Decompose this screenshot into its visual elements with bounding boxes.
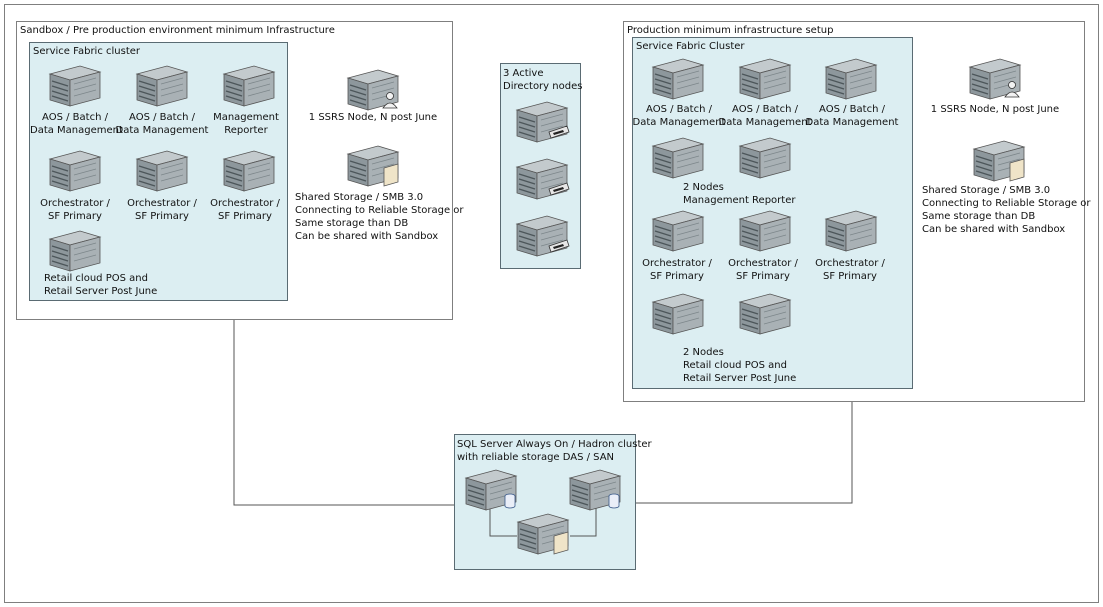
sandbox-cluster-title: Service Fabric cluster (33, 46, 141, 57)
production-cluster-title: Service Fabric Cluster (636, 41, 745, 52)
sandbox-orch3-label: Orchestrator / SF Primary (210, 198, 280, 222)
production-retail-label: 2 Nodes Retail cloud POS and Retail Serv… (683, 347, 797, 384)
sandbox-orch1-label: Orchestrator / SF Primary (40, 198, 110, 222)
sandbox-mgmt-label: Management Reporter (213, 112, 279, 136)
production-aos1-label: AOS / Batch / Data Management (632, 104, 726, 128)
sandbox-ssrs-label: 1 SSRS Node, N post June (308, 112, 438, 123)
sandbox-retail-label: Retail cloud POS and Retail Server Post … (44, 273, 158, 297)
production-ssrs-label: 1 SSRS Node, N post June (930, 104, 1060, 115)
production-to-sql-line (636, 402, 853, 504)
database-server-icon (566, 466, 624, 514)
sandbox-storage-label: Shared Storage / SMB 3.0 Connecting to R… (295, 192, 464, 242)
production-mgmt-label: 2 Nodes Management Reporter (683, 182, 796, 206)
database-server-icon (462, 466, 520, 514)
sandbox-aos1-label: AOS / Batch / Data Management (30, 112, 123, 136)
sandbox-to-sql-line (233, 320, 455, 506)
ad-title: 3 Active Directory nodes (503, 68, 583, 92)
production-storage-label: Shared Storage / SMB 3.0 Connecting to R… (922, 185, 1091, 235)
production-orch3-label: Orchestrator / SF Primary (815, 258, 885, 282)
production-title: Production minimum infrastructure setup (627, 25, 834, 36)
sandbox-aos2-label: AOS / Batch / Data Management (115, 112, 209, 136)
sql-title: SQL Server Always On / Hadron cluster wi… (457, 439, 652, 463)
production-orch2-label: Orchestrator / SF Primary (728, 258, 798, 282)
production-aos2-label: AOS / Batch / Data Management (718, 104, 812, 128)
production-aos3-label: AOS / Batch / Data Management (805, 104, 899, 128)
sandbox-orch2-label: Orchestrator / SF Primary (127, 198, 197, 222)
storage-server-icon (514, 510, 572, 558)
production-orch1-label: Orchestrator / SF Primary (642, 258, 712, 282)
sandbox-title: Sandbox / Pre production environment min… (20, 25, 335, 36)
